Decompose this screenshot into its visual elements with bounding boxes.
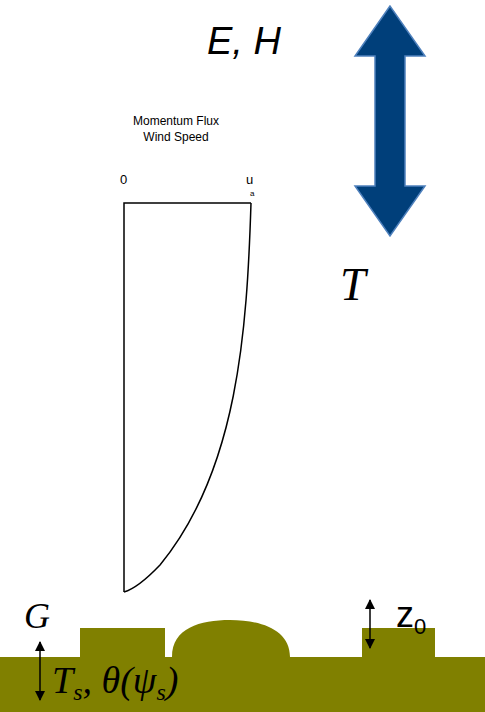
axis-tick-subscript: a <box>250 190 254 198</box>
wind-profile-curve <box>124 203 251 592</box>
roughness-arrow <box>369 600 371 648</box>
ground-flux-arrow <box>39 642 41 700</box>
flux-label: E, H <box>207 22 281 60</box>
surface-temperature: T <box>52 659 73 701</box>
axis-title: Momentum Flux <box>133 115 219 127</box>
temperature-label: T <box>340 262 366 308</box>
subscript: s <box>73 679 82 705</box>
axis-tick: 0 <box>120 173 127 186</box>
axis-title: Wind Speed <box>143 131 208 143</box>
surface-state-label: Ts, θ(ψs) <box>52 661 178 704</box>
roughness-subscript: 0 <box>414 614 426 639</box>
soil-moisture: ) <box>166 659 179 701</box>
ground-flux-label: G <box>24 598 50 634</box>
axis-tick: u <box>246 173 253 186</box>
wind-profile-axis <box>124 203 251 592</box>
roughness-label: z0 <box>396 597 426 638</box>
soil-moisture: , θ(ψ <box>82 659 156 701</box>
roughness-symbol: z <box>396 594 414 635</box>
flux-arrow <box>355 6 425 236</box>
subscript: s <box>156 679 165 705</box>
